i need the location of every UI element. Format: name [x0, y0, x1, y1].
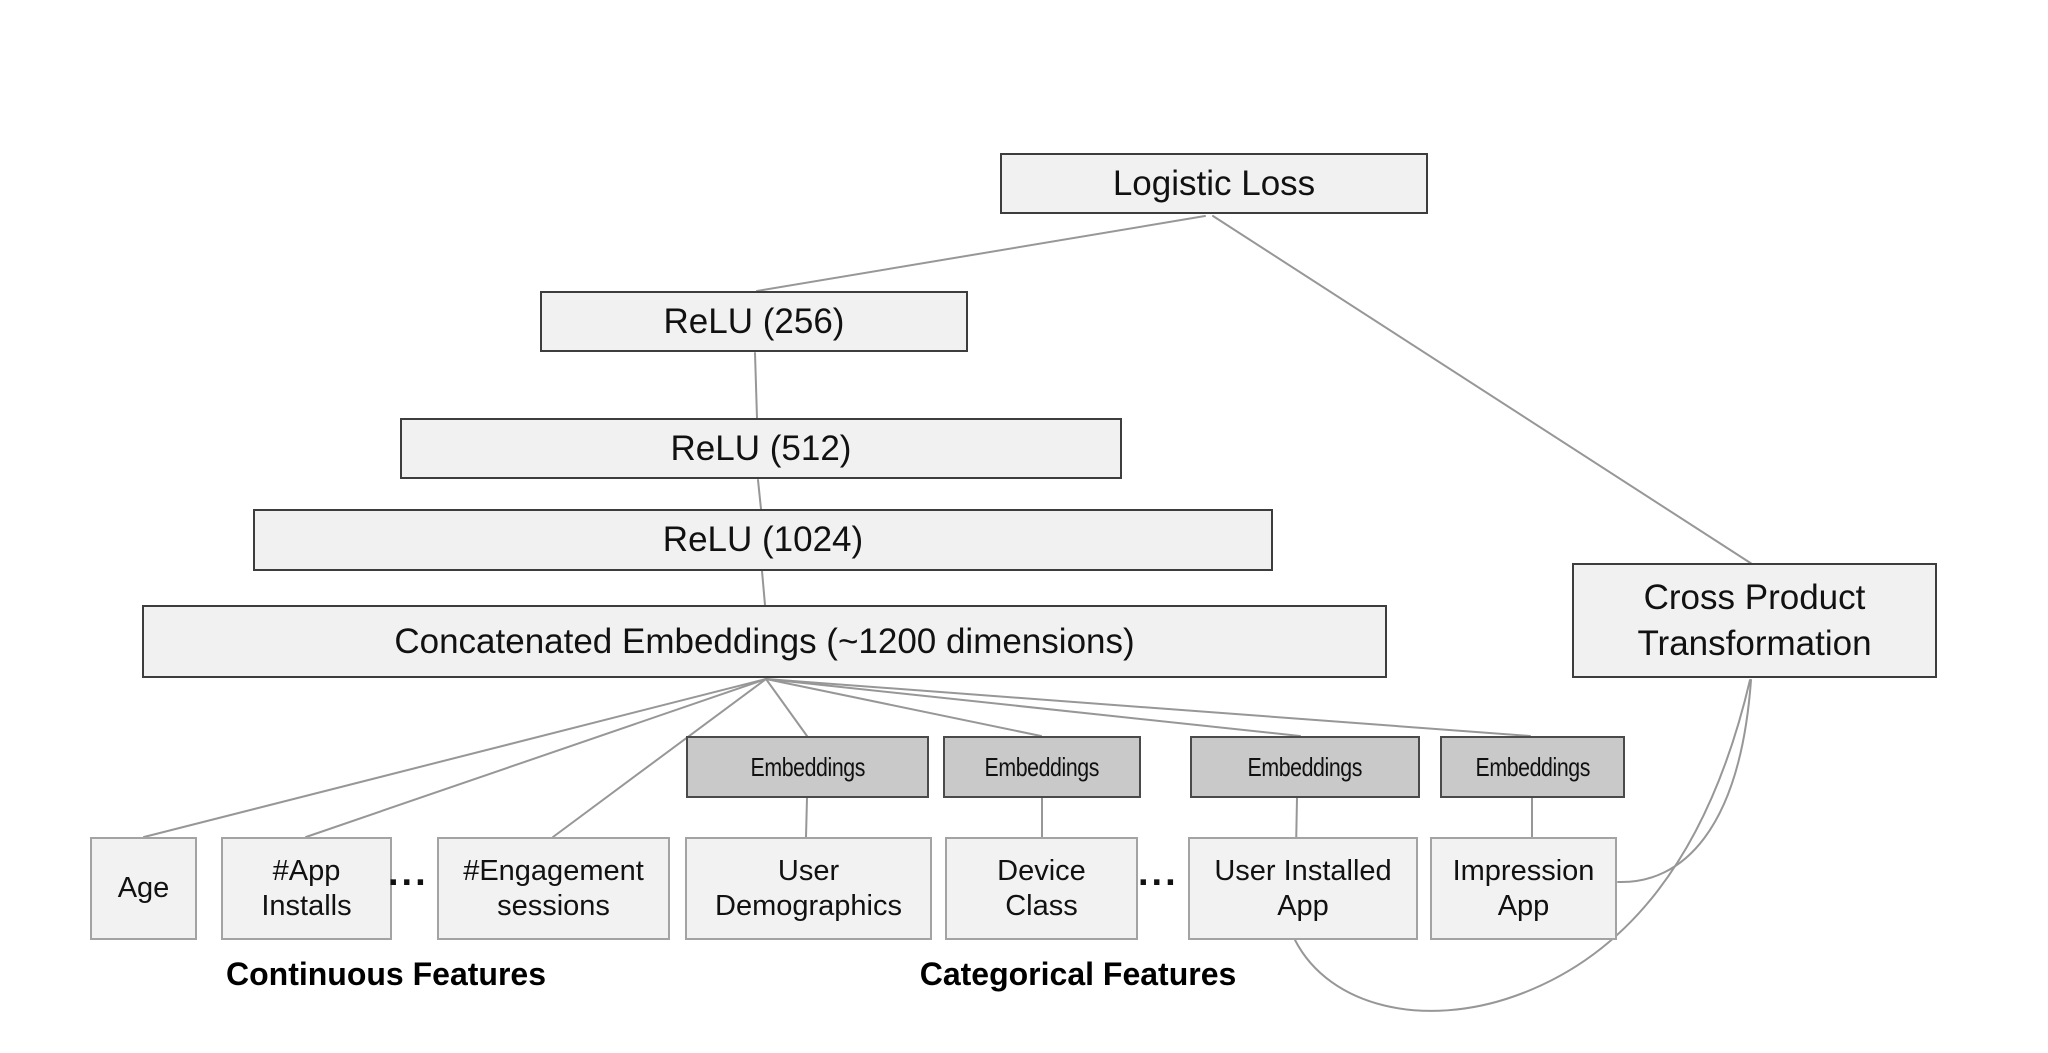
embeddings-1-label: Embeddings: [750, 751, 865, 782]
node-embeddings-2: Embeddings: [943, 736, 1141, 798]
edge-concat-to-embed1: [765, 678, 808, 737]
node-logistic-loss: Logistic Loss: [1000, 153, 1428, 214]
node-app-installs: #App Installs: [221, 837, 392, 940]
edge-concat-to-embed4: [765, 678, 1531, 737]
ellipsis-categorical: ...: [1138, 852, 1179, 894]
node-embeddings-1: Embeddings: [686, 736, 929, 798]
edge-concat-to-embed3: [765, 678, 1301, 737]
edge-relu1024-to-concat: [761, 570, 766, 606]
node-embeddings-3: Embeddings: [1190, 736, 1420, 798]
edge-concat-to-embed2: [765, 678, 1042, 737]
node-relu-1024: ReLU (1024): [253, 509, 1273, 571]
node-user-demographics: User Demographics: [685, 837, 932, 940]
node-embeddings-4: Embeddings: [1440, 736, 1625, 798]
group-label-continuous-features: Continuous Features: [225, 956, 546, 992]
node-impression-app: Impression App: [1430, 837, 1617, 940]
embeddings-2-label: Embeddings: [984, 751, 1100, 782]
node-age: Age: [90, 837, 197, 940]
group-label-categorical-features: Categorical Features: [919, 956, 1237, 992]
node-concatenated-embeddings: Concatenated Embeddings (~1200 dimension…: [142, 605, 1387, 678]
embeddings-3-label: Embeddings: [1247, 751, 1363, 782]
edge-concat-to-app-installs: [305, 678, 767, 838]
node-cross-product-transformation: Cross Product Transformation: [1572, 563, 1937, 678]
edge-logistic-to-cross-product: [1212, 215, 1753, 565]
edge-impression-to-cross-product: [1617, 679, 1752, 884]
node-relu-512: ReLU (512): [400, 418, 1122, 479]
node-device-class: Device Class: [945, 837, 1138, 940]
edge-concat-to-age: [143, 678, 767, 838]
node-relu-256: ReLU (256): [540, 291, 968, 352]
node-engagement-sessions: #Engagement sessions: [437, 837, 670, 940]
edge-relu256-to-relu512: [754, 352, 758, 419]
edge-concat-to-engagement: [552, 678, 767, 838]
edge-embed1-to-user-demo: [805, 797, 808, 838]
ellipsis-continuous: ...: [388, 852, 429, 894]
node-user-installed-app: User Installed App: [1188, 837, 1418, 940]
edge-relu512-to-relu1024: [757, 479, 762, 510]
embeddings-4-label: Embeddings: [1475, 751, 1590, 782]
edge-logistic-to-relu256: [756, 215, 1206, 292]
edge-user-installed-to-cross-product: [1294, 679, 1751, 1012]
